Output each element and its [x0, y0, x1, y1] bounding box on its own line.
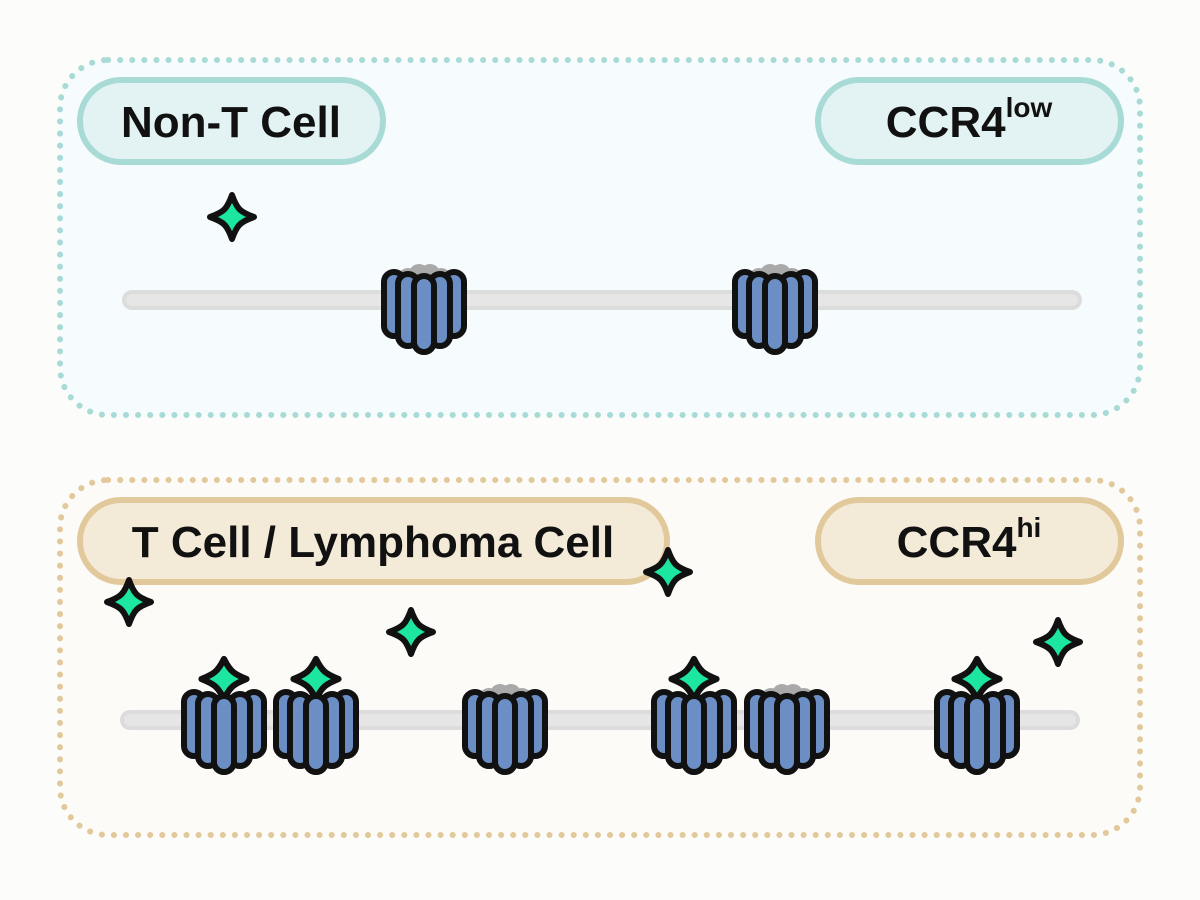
expression-pill-top: CCR4low [815, 77, 1124, 165]
expression-base-bottom: CCR4 [897, 518, 1017, 567]
ccr4-receptor-icon [465, 684, 545, 772]
ccr4-receptor-icon [384, 264, 464, 352]
expression-pill-bottom: CCR4hi [815, 497, 1124, 585]
expression-sup-bottom: hi [1016, 512, 1041, 543]
cell-label-top: Non-T Cell [121, 98, 341, 147]
ccr4-receptor-icon [735, 264, 815, 352]
expression-base-top: CCR4 [886, 98, 1006, 147]
cell-label-bottom: T Cell / Lymphoma Cell [132, 518, 614, 567]
panel-non-t-cell: Non-T Cell CCR4low [57, 57, 1143, 418]
cell-label-pill-top: Non-T Cell [77, 77, 386, 165]
ccr4-receptor-icon [747, 684, 827, 772]
expression-sup-top: low [1006, 92, 1053, 123]
panel-t-cell-lymphoma: T Cell / Lymphoma Cell CCR4hi [57, 477, 1143, 838]
expression-label-top: CCR4low [886, 92, 1053, 147]
expression-label-bottom: CCR4hi [897, 512, 1042, 567]
cell-label-pill-bottom: T Cell / Lymphoma Cell [77, 497, 670, 585]
